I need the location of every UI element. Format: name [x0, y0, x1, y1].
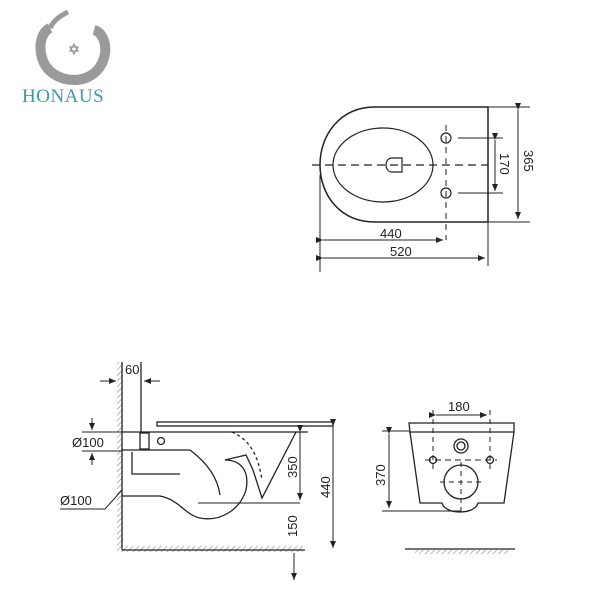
dim-370: 370 — [373, 464, 388, 486]
dim-440: 440 — [380, 226, 402, 241]
horseshoe-logo-icon — [35, 9, 111, 86]
dim-outlet-diameter: Ø100 — [60, 493, 92, 508]
dim-60: 60 — [125, 362, 139, 377]
dim-350: 350 — [285, 456, 300, 478]
back-view — [382, 410, 515, 554]
dim-150: 150 — [285, 515, 300, 537]
top-view — [312, 103, 530, 272]
dim-520: 520 — [390, 244, 412, 259]
dim-inlet-diameter: Ø100 — [72, 435, 104, 450]
dim-170: 170 — [497, 153, 512, 175]
brand-logo — [20, 9, 130, 110]
dim-180: 180 — [448, 399, 470, 414]
brand-name: HONAUS — [22, 86, 105, 107]
dim-365: 365 — [521, 150, 536, 172]
dim-440: 440 — [318, 476, 333, 498]
side-view — [60, 362, 336, 580]
